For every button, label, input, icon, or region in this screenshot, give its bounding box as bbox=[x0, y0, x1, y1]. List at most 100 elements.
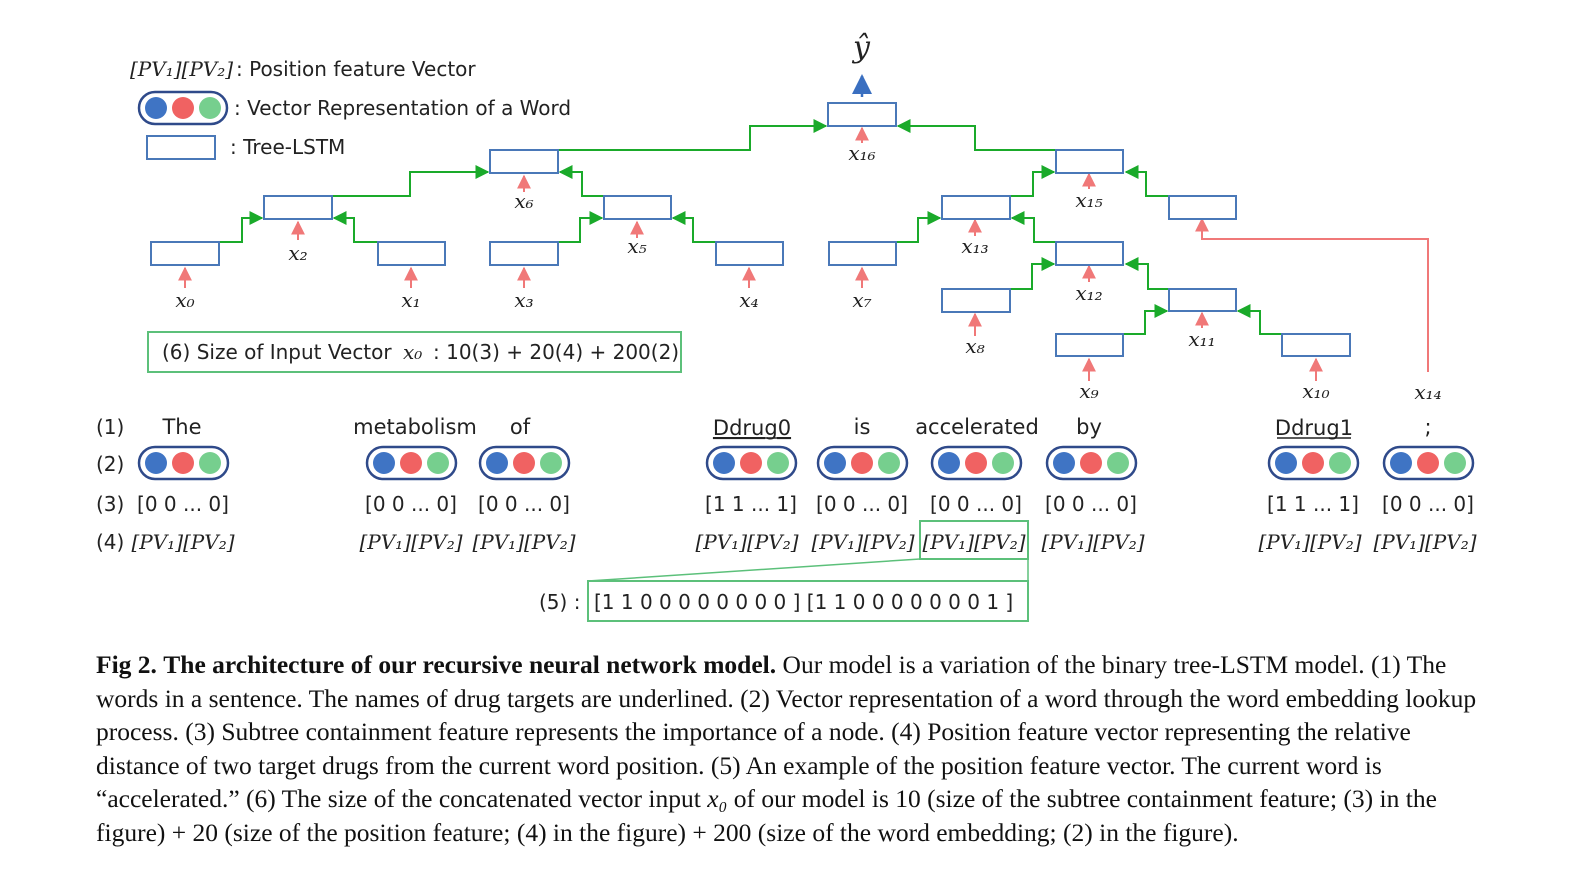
tree-lstm-boxes bbox=[150, 102, 1351, 357]
lstm-node-x11 bbox=[1168, 288, 1237, 312]
position-feature: [PV₁][PV₂] bbox=[695, 530, 798, 554]
lstm-node-x8 bbox=[941, 288, 1011, 313]
node-labels: x₀ x₁ x₂ x₃ x₄ x₅ x₆ x₇ x₈ x₉ x₁₀ x₁₁ x₁… bbox=[175, 141, 1441, 404]
row-label: (2) bbox=[96, 452, 124, 476]
figure-caption: Fig 2. The architecture of our recursive… bbox=[96, 648, 1496, 849]
word-vector-icon bbox=[137, 445, 230, 481]
subtree-feature: [1 1 ... 1] bbox=[1267, 492, 1359, 516]
lstm-node-x4 bbox=[715, 241, 784, 266]
lstm-node-x0 bbox=[150, 241, 220, 266]
word: is bbox=[854, 415, 871, 439]
caption-body-end: of our model is 10 (size of the subtree … bbox=[96, 784, 1437, 847]
caption-title: The architecture of our recursive neural… bbox=[163, 650, 777, 679]
subtree-feature: [1 1 ... 1] bbox=[705, 492, 797, 516]
word-vector-icon bbox=[1382, 445, 1475, 481]
row-label: (3) bbox=[96, 492, 124, 516]
legend-pv-text: : Position feature Vector bbox=[236, 57, 476, 81]
architecture-diagram: [PV₁][PV₂] : Position feature Vector : V… bbox=[96, 30, 1477, 622]
position-example: (5) : [1 1 0 0 0 0 0 0 0 0 ] [1 1 0 0 0 … bbox=[539, 520, 1029, 622]
example-box bbox=[587, 580, 1029, 622]
position-feature: [PV₁][PV₂] bbox=[472, 530, 575, 554]
word-column: Ddrug1 [1 1 ... 1] [PV₁][PV₂] bbox=[1258, 416, 1361, 554]
node-label: x₆ bbox=[514, 189, 533, 213]
row-label: (1) bbox=[96, 415, 124, 439]
word: The bbox=[161, 415, 201, 439]
output-label: ŷ bbox=[851, 30, 871, 65]
word: by bbox=[1076, 415, 1102, 439]
word: Ddrug0 bbox=[713, 416, 791, 440]
lstm-node-x12 bbox=[1055, 241, 1124, 266]
caption-fig: Fig 2. bbox=[96, 650, 157, 679]
lstm-node-x10 bbox=[1281, 333, 1351, 357]
word: metabolism bbox=[353, 415, 477, 439]
lstm-node-x14 bbox=[1168, 195, 1237, 220]
word-columns: The [0 0 ... 0] [PV₁][PV₂] metabolism [0… bbox=[131, 415, 1476, 554]
subtree-feature: [0 0 ... 0] bbox=[1045, 492, 1137, 516]
input-size-formula: : 10(3) + 20(4) + 200(2) bbox=[433, 340, 679, 364]
subtree-feature: [0 0 ... 0] bbox=[816, 492, 908, 516]
word-vector-icon bbox=[478, 445, 571, 481]
node-label: x₂ bbox=[288, 241, 307, 265]
word: of bbox=[510, 415, 531, 439]
output: ŷ bbox=[851, 30, 872, 97]
node-label: x₁₁ bbox=[1188, 327, 1215, 351]
legend: [PV₁][PV₂] : Position feature Vector : V… bbox=[130, 57, 571, 160]
node-label: x₃ bbox=[514, 288, 533, 312]
word-column: of [0 0 ... 0] [PV₁][PV₂] bbox=[472, 415, 575, 554]
position-feature: [PV₁][PV₂] bbox=[811, 530, 914, 554]
word-column: ; [0 0 ... 0] [PV₁][PV₂] bbox=[1373, 415, 1476, 554]
word-vector-icon bbox=[816, 445, 909, 481]
subtree-feature: [0 0 ... 0] bbox=[930, 492, 1022, 516]
legend-lstm-box bbox=[146, 135, 216, 160]
node-label: x₁₀ bbox=[1302, 379, 1329, 403]
position-feature: [PV₁][PV₂] bbox=[131, 530, 234, 554]
word: accelerated bbox=[915, 415, 1039, 439]
lstm-node-x6 bbox=[489, 149, 559, 174]
caption-body: Our model is a variation of the binary t… bbox=[96, 650, 1477, 813]
word-column: Ddrug0 [1 1 ... 1] [PV₁][PV₂] bbox=[695, 416, 798, 554]
word-vector-icon bbox=[1045, 445, 1138, 481]
node-label: x₀ bbox=[175, 288, 194, 312]
lstm-node-x3 bbox=[489, 241, 559, 266]
node-label: x₇ bbox=[852, 288, 871, 312]
lstm-node-x5 bbox=[603, 195, 672, 220]
word: ; bbox=[1424, 415, 1431, 439]
node-label: x₁₂ bbox=[1075, 281, 1102, 305]
word-vector-icon bbox=[930, 445, 1023, 481]
example-label: (5) : bbox=[539, 590, 580, 614]
subtree-feature: [0 0 ... 0] bbox=[1382, 492, 1474, 516]
input-size-var: x₀ bbox=[403, 340, 422, 364]
lstm-node-x13 bbox=[941, 195, 1011, 220]
lstm-node-x16 bbox=[827, 102, 897, 127]
highlight-box bbox=[919, 520, 1029, 560]
word-column: is [0 0 ... 0] [PV₁][PV₂] bbox=[811, 415, 914, 554]
lstm-node-x9 bbox=[1055, 333, 1124, 357]
node-label: x₉ bbox=[1079, 379, 1098, 403]
lstm-node-x15 bbox=[1055, 149, 1124, 174]
input-arrows bbox=[178, 126, 1429, 381]
tree-edges bbox=[219, 119, 1282, 335]
word-vector-icon bbox=[1267, 445, 1360, 481]
node-label: x₅ bbox=[627, 234, 646, 258]
input-size-box: (6) Size of Input Vector x₀ : 10(3) + 20… bbox=[147, 331, 682, 373]
subtree-feature: [0 0 ... 0] bbox=[478, 492, 570, 516]
legend-pv-symbol: [PV₁][PV₂] bbox=[130, 57, 233, 81]
lstm-node-x7 bbox=[828, 241, 897, 266]
node-label: x₁₅ bbox=[1075, 188, 1102, 212]
input-size-prefix: (6) Size of Input Vector bbox=[162, 340, 392, 364]
lstm-node-x1 bbox=[377, 241, 446, 266]
legend-vector-icon bbox=[137, 90, 229, 126]
subtree-feature: [0 0 ... 0] bbox=[365, 492, 457, 516]
word: Ddrug1 bbox=[1275, 416, 1353, 440]
word-column: by [0 0 ... 0] [PV₁][PV₂] bbox=[1041, 415, 1144, 554]
word-column: accelerated [0 0 ... 0] [PV₁][PV₂] bbox=[915, 415, 1039, 554]
position-feature: [PV₁][PV₂] bbox=[1258, 530, 1361, 554]
subtree-feature: [0 0 ... 0] bbox=[137, 492, 229, 516]
node-label: x₁₃ bbox=[961, 234, 988, 258]
legend-lstm-text: : Tree-LSTM bbox=[230, 135, 345, 159]
node-label: x₄ bbox=[739, 288, 758, 312]
word-column: metabolism [0 0 ... 0] [PV₁][PV₂] bbox=[353, 415, 477, 554]
position-feature: [PV₁][PV₂] bbox=[1373, 530, 1476, 554]
row-label: (4) bbox=[96, 530, 124, 554]
caption-var: x₀ bbox=[707, 784, 728, 813]
